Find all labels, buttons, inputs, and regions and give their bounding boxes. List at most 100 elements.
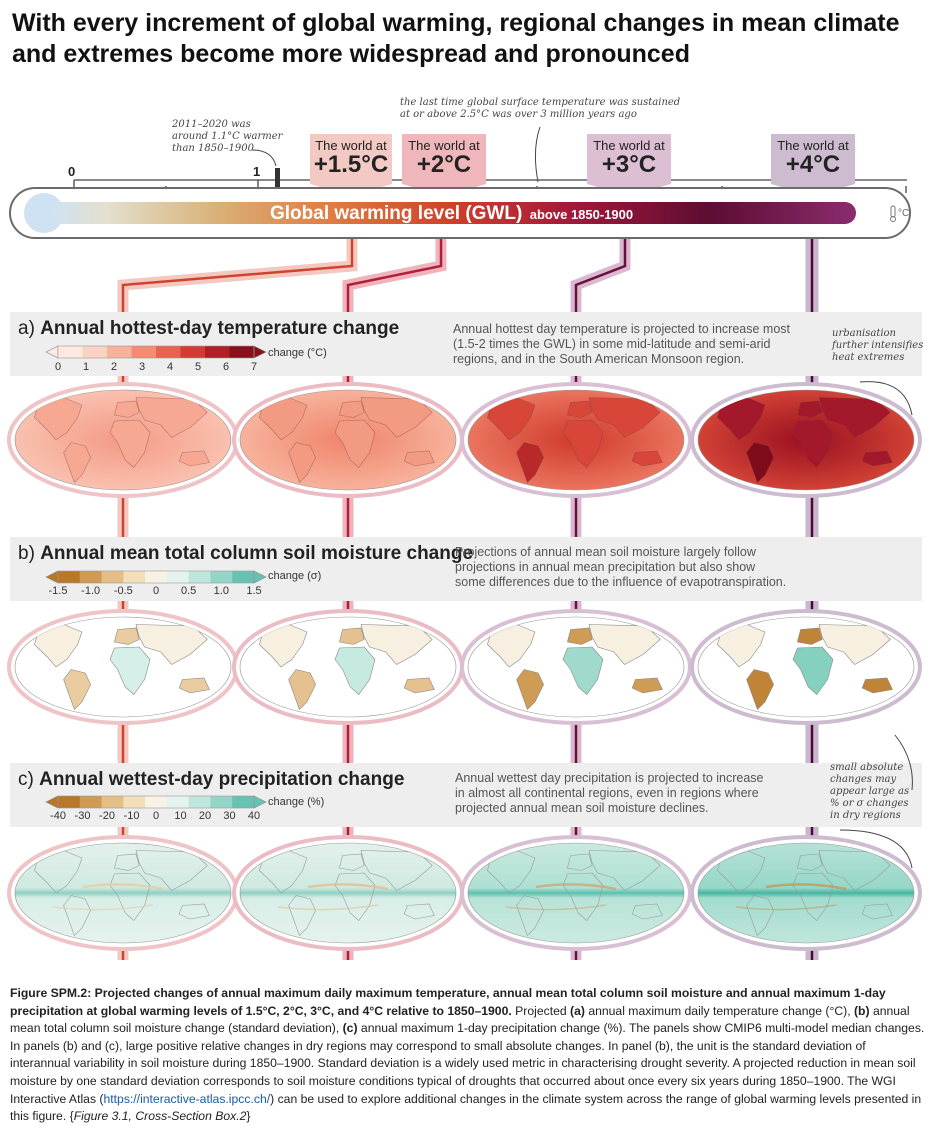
ticks-c-label: -20 — [99, 810, 115, 822]
colorbar-b — [45, 570, 267, 584]
caption-text-3: annual mean total column soil moisture c… — [10, 1003, 910, 1036]
tab-gwl-4 — [771, 134, 855, 196]
ticks-c-label: -30 — [74, 810, 91, 822]
map-a-2 — [232, 382, 464, 498]
ticks-a-label: 6 — [222, 361, 230, 373]
cbar-c-swatch — [123, 796, 146, 808]
warming-diagram — [7, 126, 922, 960]
caption-text-5: ) can be used to explore additional chan… — [10, 1091, 922, 1124]
gwl-4-top: The world at — [777, 138, 849, 153]
ticks-a-label: 2 — [110, 361, 118, 373]
panel-c-side-3: appear large as — [830, 786, 910, 797]
gwl-label-main: Global warming level (GWL) — [270, 203, 523, 224]
panel-a-letter: a) — [18, 318, 35, 339]
cbar-b-swatch — [58, 571, 81, 583]
panel-a-side-1: urbanisation — [832, 328, 896, 339]
ticks-c-label: 0 — [152, 810, 160, 822]
panel-c-side-note: small absolute changes may appear large … — [830, 762, 926, 822]
cbar-a-swatch — [180, 346, 206, 358]
tab-gwl-1-5 — [310, 134, 392, 196]
caption-reference: Figure 3.1, Cross-Section Box.2 — [73, 1109, 247, 1124]
note-3my-line1: the last time global surface temperature… — [400, 97, 681, 108]
colorbar-a — [45, 345, 267, 359]
cbar-c-swatch — [79, 796, 102, 808]
panel-c-desc-1: Annual wettest day precipitation is proj… — [455, 771, 764, 785]
cbar-b-frame — [57, 570, 255, 584]
cbar-a-frame — [57, 345, 255, 359]
gwl-2-value: +2°C — [416, 151, 472, 178]
ticks-c-label: -40 — [50, 810, 66, 822]
scale-tick-1: 1 — [253, 164, 261, 179]
ticks-a-label: 5 — [194, 361, 202, 373]
note-2011-line3: than 1850–1900 — [172, 143, 254, 154]
map-b-2 — [232, 609, 464, 725]
panel-a-description: Annual hottest day temperature is projec… — [453, 322, 823, 367]
ticks-a-label: 1 — [82, 361, 90, 373]
panel-b-unit: change (σ) — [268, 570, 322, 582]
panel-b-desc-3: some differences due to the influence of… — [455, 575, 787, 589]
thermometer-bulb — [24, 193, 64, 233]
panel-b-title: b) Annual mean total column soil moistur… — [18, 543, 473, 565]
cbar-b-swatch — [79, 571, 102, 583]
panel-b-letter: b) — [18, 543, 35, 564]
ticks-c-label: 20 — [198, 810, 212, 822]
map-a-1-5 — [7, 382, 239, 498]
interactive-atlas-link[interactable]: https://interactive-atlas.ipcc.ch/ — [103, 1091, 271, 1106]
caption-heading: Figure SPM.2: Projected changes of annua… — [10, 986, 886, 1018]
ticks-a-label: 4 — [166, 361, 174, 373]
map-a-4 — [690, 382, 922, 498]
panel-a-side-note: urbanisation further intensifies heat ex… — [832, 328, 928, 364]
gwl-1-5-value: +1.5°C — [313, 151, 389, 178]
ticks-b-label: 1.0 — [213, 585, 229, 597]
cbar-a-swatch — [131, 346, 157, 358]
map-c-1-5 — [7, 835, 239, 951]
panel-b-description: Projections of annual mean soil moisture… — [455, 545, 825, 590]
note-3-million-years: the last time global surface temperature… — [400, 97, 730, 121]
cbar-a-swatch — [82, 346, 108, 358]
cbar-a-swatch — [107, 346, 132, 358]
cbar-b-swatch — [210, 571, 233, 583]
gwl-4-value: +4°C — [785, 151, 841, 178]
panel-c-letter: c) — [18, 769, 34, 790]
panel-b-desc-2: projections in annual mean precipitation… — [455, 560, 756, 574]
ticks-c-label: -10 — [123, 810, 140, 822]
arrow-3my-note — [534, 126, 541, 183]
gwl-label-3: The world at +3°C — [587, 138, 671, 177]
ticks-b-label: -0.5 — [113, 585, 133, 597]
panel-c-desc-3: projected annual mean soil moisture decl… — [455, 801, 709, 815]
gwl-1-5-top: The world at — [315, 138, 387, 153]
thermometer-unit: °C — [898, 208, 910, 219]
note-2011-2020: 2011–2020 was around 1.1°C warmer than 1… — [172, 119, 292, 155]
colorbar-c — [45, 795, 267, 809]
ticks-b-label: -1.0 — [81, 585, 101, 597]
arrow-2011-note — [251, 149, 277, 167]
gwl-2-top: The world at — [408, 138, 480, 153]
tab-gwl-2 — [402, 134, 486, 196]
cbar-c-swatch — [210, 796, 233, 808]
panel-c-side-4: % or σ changes — [830, 798, 909, 809]
caption-text-1: Projected — [511, 1003, 571, 1018]
panel-c-side-1: small absolute — [830, 762, 904, 773]
scale-tick-0: 0 — [68, 164, 76, 179]
urbanisation-arrow — [859, 381, 913, 416]
panel-b-title-text: Annual mean total column soil moisture c… — [40, 543, 474, 564]
ticks-c-label: 30 — [223, 810, 236, 822]
gwl-label-4: The world at +4°C — [771, 138, 855, 177]
panel-c-side-2: changes may — [830, 774, 897, 785]
cbar-c-swatch — [166, 796, 189, 808]
panel-c-unit: change (%) — [268, 796, 325, 808]
panel-a-desc-2: (1.5-2 times the GWL) in some mid-latitu… — [453, 337, 771, 351]
thermometer-gradient-bar — [50, 202, 856, 224]
map-c-3 — [460, 835, 692, 951]
caption-text-2: annual maximum daily temperature change … — [584, 1003, 854, 1018]
ticks-c-label: 40 — [247, 810, 261, 822]
tab-gwl-3 — [587, 134, 671, 196]
gwl-label-1-5: The world at +1.5°C — [310, 138, 392, 177]
figure-caption: Figure SPM.2: Projected changes of annua… — [10, 985, 928, 1126]
caption-text-4: annual maximum 1-day precipitation chang… — [10, 1021, 925, 1106]
ticks-b-label: 0.5 — [181, 585, 197, 597]
panel-a-band — [10, 312, 922, 376]
panel-a-side-3: heat extremes — [832, 352, 905, 363]
cbar-a-swatch — [156, 346, 181, 358]
cbar-a-swatch — [229, 346, 255, 358]
